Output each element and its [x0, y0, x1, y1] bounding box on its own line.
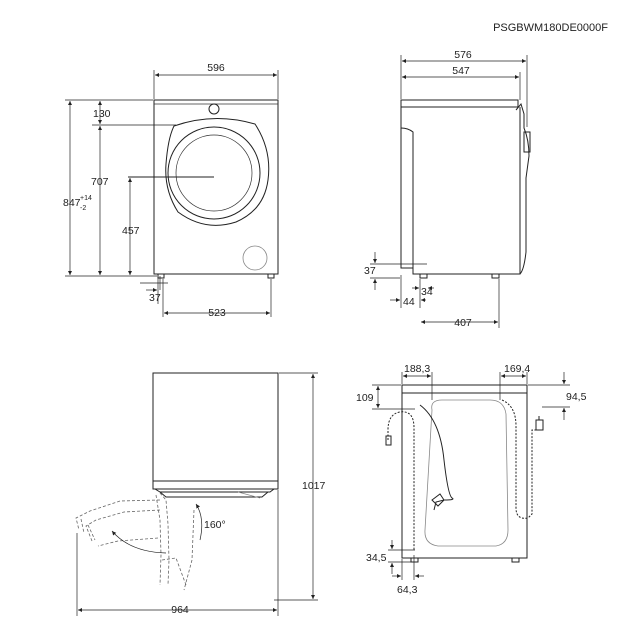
power-cable	[419, 404, 454, 511]
dim-front-top: 130	[93, 108, 111, 120]
side-view: 576 547 37 34 44 407	[364, 49, 531, 329]
dim-side-depth-total: 576	[454, 49, 472, 61]
door-outer	[167, 126, 261, 220]
dim-side-depth-body: 547	[452, 65, 470, 77]
foot-right	[267, 273, 275, 279]
door-glass	[175, 134, 253, 212]
top-door-closed	[154, 488, 275, 493]
tol-minus: -2	[80, 205, 86, 212]
dim-front-foot: 37	[149, 292, 161, 304]
dim-front-door-height: 707	[91, 176, 109, 188]
back-body	[401, 384, 528, 559]
dim-back-left-top: 188,3	[404, 363, 430, 375]
side-handle	[523, 131, 531, 153]
inlet-hose	[501, 399, 540, 519]
top-body	[152, 372, 279, 490]
dim-top-depth-open: 964	[171, 604, 189, 616]
foot-left	[157, 273, 165, 279]
angle-160: 160°	[204, 519, 226, 531]
filter-cover	[242, 245, 268, 271]
top-door-open	[159, 492, 170, 586]
dim-front-door-center: 457	[122, 225, 140, 237]
dim-back-bottom-left: 64,3	[397, 584, 418, 596]
dim-back-left-height: 109	[356, 392, 374, 404]
side-foot-left	[419, 273, 428, 279]
side-top	[400, 99, 519, 108]
dim-side-foot-offset: 44	[403, 296, 415, 308]
back-foot-left	[410, 557, 419, 563]
dim-side-foot-spacing: 407	[454, 317, 472, 329]
dim-front-width: 596	[207, 62, 225, 74]
front-body	[153, 99, 279, 275]
model-code: PSGBWM180DE0000F	[493, 22, 608, 34]
side-body	[400, 107, 521, 275]
program-knob	[208, 103, 220, 115]
back-foot-right	[511, 557, 520, 563]
dim-side-foot-height: 37	[364, 265, 376, 277]
side-foot-right	[491, 273, 500, 279]
dim-front-total: 847	[63, 197, 81, 209]
back-view: 188,3 169,4 109 94,5 34,5 64,3	[356, 363, 587, 596]
dim-back-right-height: 94,5	[566, 391, 587, 403]
dim-side-foot-inset: 34	[421, 286, 433, 298]
dim-back-bottom-height: 34,5	[366, 552, 387, 564]
front-view: 596 130 707 847 +14 -2 457 37 523	[63, 62, 279, 319]
drain-hose	[387, 411, 415, 550]
top-view: 160° 1017 964	[75, 372, 326, 616]
dim-back-right-top: 169,4	[504, 363, 530, 375]
side-door	[515, 102, 530, 275]
door-frame	[165, 118, 270, 226]
back-panel	[424, 399, 509, 547]
tol-plus: +14	[80, 195, 92, 202]
dim-top-total-height: 1017	[302, 480, 326, 492]
dim-front-foot-spacing: 523	[208, 307, 226, 319]
